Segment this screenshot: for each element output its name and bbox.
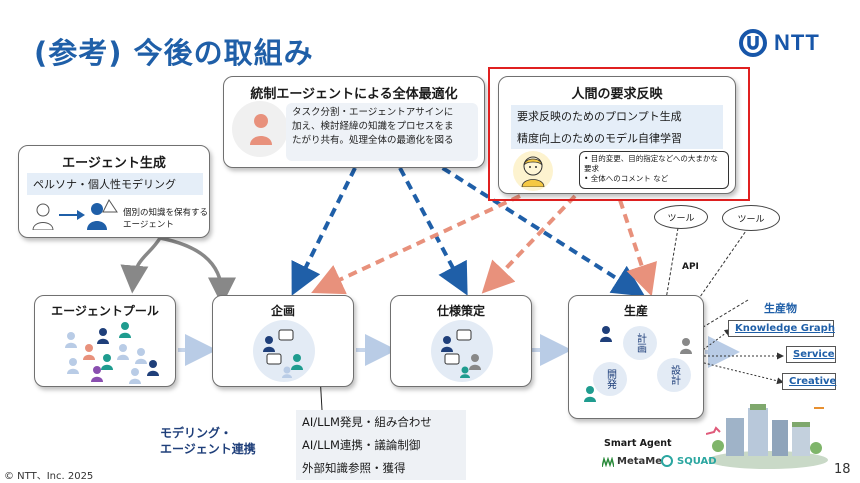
spec-stage-title: 仕様策定	[436, 304, 485, 318]
squad-text: SQUAD	[677, 455, 717, 467]
agent-generation-item: ペルソナ・個人性モデリング	[27, 173, 203, 195]
metame-text: MetaMe	[617, 456, 662, 467]
agent-generation-note: 個別の知識を保有する エージェント	[123, 206, 208, 230]
bubble-line: • 全体へのコメント など	[584, 174, 669, 183]
smart-city-illustration	[706, 404, 828, 469]
production-lead-person-icon	[600, 326, 612, 342]
modeling-label-line: モデリング・	[160, 426, 233, 440]
production-stage-title: 生産	[623, 304, 648, 318]
agent-generation-title: エージェント生成	[62, 156, 166, 171]
discussion-agents-icon	[441, 329, 481, 378]
human-title: 人間の要求反映	[571, 87, 663, 102]
cycle-plan-label: 計画	[634, 333, 646, 353]
pool-person-icon	[65, 322, 159, 384]
tool-bubble: ツール	[722, 205, 780, 231]
agent-pool-card: エージェントプール	[34, 295, 176, 387]
squad-logo-icon	[661, 455, 673, 467]
cycle-design-circle: 設計	[657, 358, 691, 392]
outputs-title: 生産物	[764, 302, 797, 315]
agent-pool-people-icons	[65, 322, 159, 384]
logo-text: NTT	[774, 30, 820, 55]
copyright: © NTT、Inc. 2025	[4, 471, 94, 482]
bubble-line: • 目的変更、目的指定などへの大まかな要求	[584, 154, 718, 173]
discussion-agents-icon	[263, 329, 303, 378]
spec-stage-card: 仕様策定	[390, 295, 532, 387]
cycle-dev-label: 開発	[604, 369, 616, 389]
output-service[interactable]: Service	[786, 346, 836, 363]
modeling-item: AI/LLM連携・議論制御	[296, 433, 466, 457]
agent-pool-title: エージェントプール	[51, 304, 159, 318]
metame-brand: MetaMe	[602, 456, 662, 467]
human-speech-bubble: • 目的変更、目的指定などへの大まかな要求 • 全体へのコメント など	[579, 151, 729, 189]
ntt-logo-icon	[739, 29, 767, 57]
orchestrator-avatar-circle	[232, 101, 288, 157]
ntt-logo: NTT	[738, 28, 820, 58]
cycle-design-label: 設計	[668, 365, 680, 385]
orchestrator-desc-line: 加え、検討経緯の知識をプロセスをま	[292, 121, 454, 132]
orchestrator-title: 統制エージェントによる全体最適化	[250, 87, 458, 102]
tool-bubble: ツール	[654, 205, 708, 229]
orchestrator-person-icon	[250, 114, 272, 145]
modeling-label-line: エージェント連携	[160, 442, 256, 456]
small-arrow-icon	[59, 210, 85, 220]
output-knowledge-graph[interactable]: Knowledge Graph	[728, 320, 835, 337]
modeling-label: モデリング・ エージェント連携	[160, 425, 256, 457]
output-creative[interactable]: Creative	[782, 373, 836, 390]
modeling-item: 外部知識参照・獲得	[296, 456, 466, 480]
orchestrator-desc-line: タスク分割・エージェントアサインに	[292, 107, 454, 118]
note-line: エージェント	[123, 220, 174, 230]
metame-logo-icon	[602, 456, 614, 467]
page-title: (参考) 今後の取組み	[34, 36, 314, 70]
agent-generation-card: エージェント生成 ペルソナ・個人性モデリング 個別の知識を保有する エージェント	[18, 145, 210, 238]
api-label: API	[682, 262, 699, 272]
orchestrator-desc-line: たがり共有。処理全体の最適化を図る	[292, 135, 454, 146]
cycle-dev-circle: 開発	[593, 362, 627, 396]
human-card: 人間の要求反映 要求反映のためのプロンプト生成 精度向上のためのモデル自律学習 …	[498, 76, 736, 194]
plan-stage-card: 企画	[212, 295, 354, 387]
human-item: 要求反映のためのプロンプト生成	[511, 105, 723, 127]
smart-agent-label: Smart Agent	[604, 438, 672, 449]
production-stage-card: 生産 計画 設計 開発	[568, 295, 704, 419]
squad-brand: SQUAD	[660, 455, 717, 467]
production-person-icon	[680, 338, 692, 354]
cycle-plan-circle: 計画	[623, 326, 657, 360]
person-outline-icon	[32, 203, 54, 230]
human-highlight-frame	[488, 67, 750, 201]
human-item: 精度向上のためのモデル自律学習	[511, 127, 723, 149]
modeling-item: AI/LLM発見・組み合わせ	[296, 410, 466, 434]
knowledge-agent-icon	[87, 199, 118, 230]
production-person-icon	[584, 386, 596, 402]
plan-stage-title: 企画	[270, 304, 295, 318]
orchestrator-desc-box: タスク分割・エージェントアサインに 加え、検討経緯の知識をプロセスをま たがり共…	[286, 103, 478, 161]
note-line: 個別の知識を保有する	[123, 208, 209, 218]
user-face-icon	[521, 156, 545, 187]
orchestrator-card: 統制エージェントによる全体最適化 タスク分割・エージェントアサインに 加え、検討…	[223, 76, 485, 168]
page-number: 18	[834, 462, 851, 477]
